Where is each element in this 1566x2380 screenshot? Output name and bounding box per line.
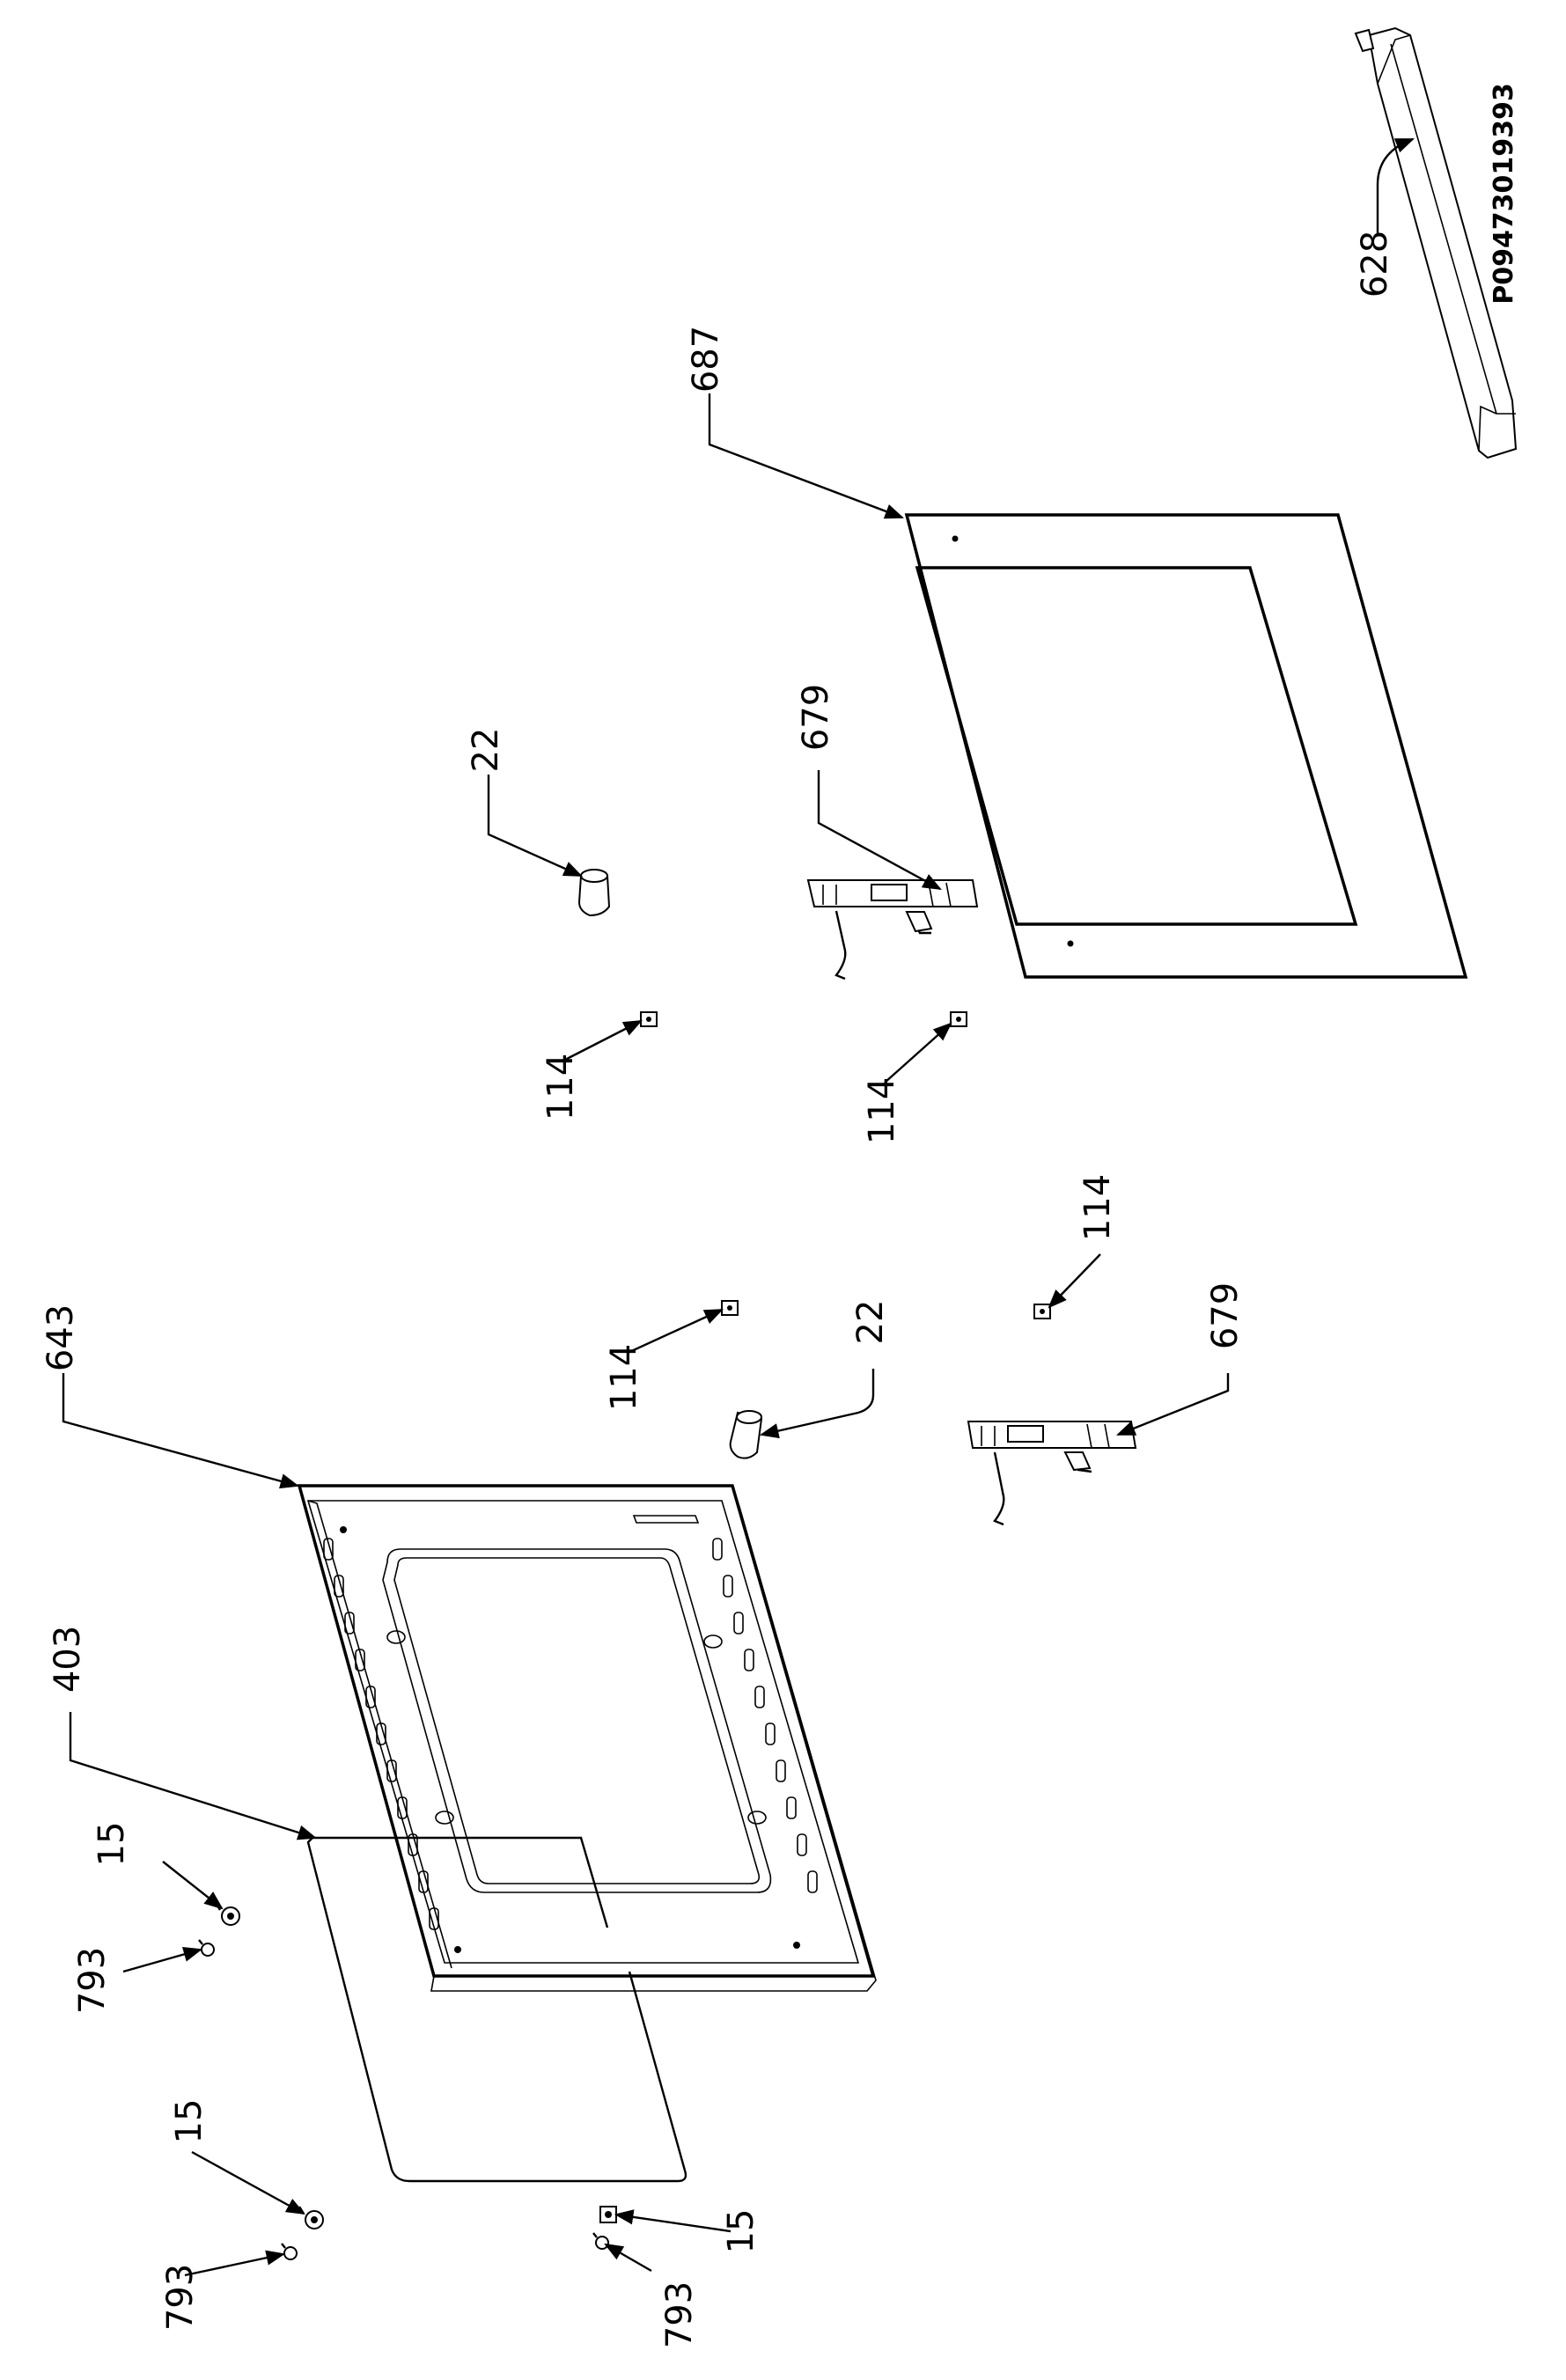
label-687: 687 xyxy=(686,326,726,393)
label-22-upper: 22 xyxy=(466,728,506,773)
screw-part-3 xyxy=(592,2232,609,2250)
label-643: 643 xyxy=(40,1304,81,1371)
leader-lines xyxy=(62,137,1415,2277)
label-22-lower: 22 xyxy=(850,1300,891,1345)
label-15-c: 15 xyxy=(721,2209,761,2254)
clip-part-3 xyxy=(721,1300,739,1316)
label-679-upper: 679 xyxy=(796,684,836,751)
screw-part-1 xyxy=(198,1939,215,1957)
bracket-part-3 xyxy=(599,2206,617,2223)
inner-door-frame-part xyxy=(297,1484,877,1992)
label-679-lower: 679 xyxy=(1205,1282,1246,1349)
screw-part-2 xyxy=(281,2243,298,2260)
label-793-c: 793 xyxy=(659,2281,700,2348)
hinge-lower-part xyxy=(967,1421,1137,1526)
glass-pane-part xyxy=(306,1836,687,2183)
outer-glass-panel-part xyxy=(904,513,1468,979)
clip-part-4 xyxy=(1033,1304,1051,1319)
label-114-d: 114 xyxy=(1077,1174,1118,1241)
clip-part-1 xyxy=(640,1011,658,1027)
spacer-lower-part xyxy=(729,1410,763,1459)
label-793-b: 793 xyxy=(160,2264,201,2331)
clip-part-2 xyxy=(950,1011,967,1027)
label-114-b: 114 xyxy=(862,1077,902,1144)
label-628: 628 xyxy=(1355,231,1395,298)
handle-bar-part xyxy=(1354,26,1518,459)
label-114-a: 114 xyxy=(540,1054,581,1120)
label-793-a: 793 xyxy=(72,1947,113,2014)
label-15-a: 15 xyxy=(92,1822,132,1867)
hinge-upper-part xyxy=(806,879,979,981)
document-code: P09473019393 xyxy=(1489,83,1519,305)
bracket-part-2 xyxy=(298,2206,324,2229)
label-114-c: 114 xyxy=(604,1344,644,1411)
spacer-upper-part xyxy=(577,869,611,917)
label-15-b: 15 xyxy=(169,2099,210,2144)
label-403: 403 xyxy=(48,1626,88,1693)
